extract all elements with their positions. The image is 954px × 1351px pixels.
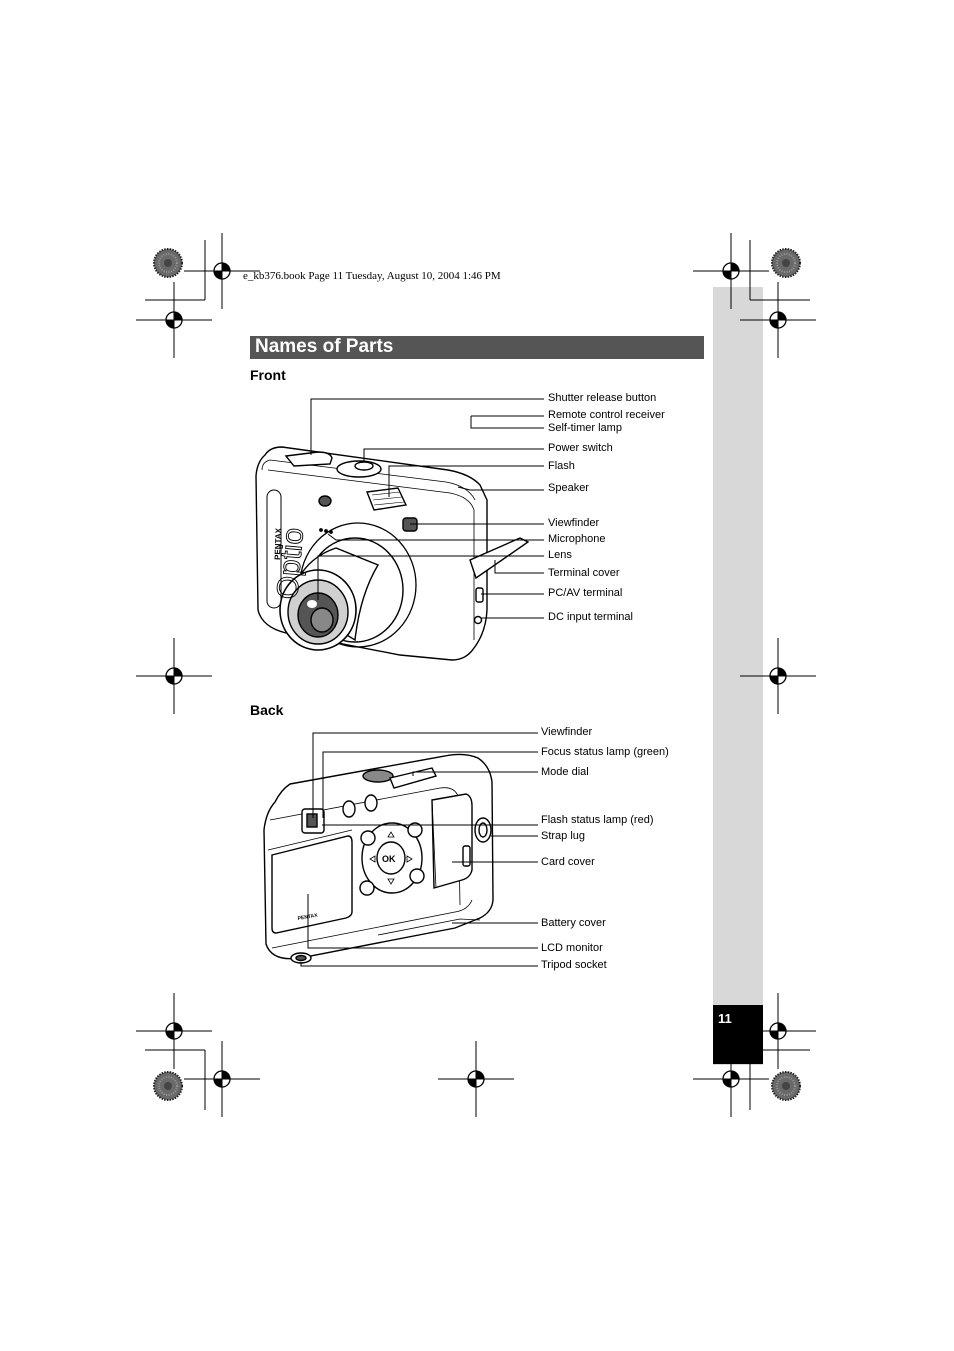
label-lcd-monitor: LCD monitor (541, 942, 603, 954)
registration-marks (135, 232, 817, 1118)
print-header: e_kb376.book Page 11 Tuesday, August 10,… (243, 270, 501, 282)
title-bar (250, 336, 704, 359)
page-number-box (713, 1005, 763, 1064)
label-battery-cover: Battery cover (541, 917, 606, 929)
label-self-timer-lamp: Self-timer lamp (548, 422, 622, 434)
label-card-cover: Card cover (541, 856, 595, 868)
front-camera-illustration (255, 446, 530, 661)
label-front-viewfinder: Viewfinder (548, 517, 600, 529)
svg-text:Optio: Optio (271, 526, 310, 600)
label-power-switch: Power switch (548, 442, 613, 454)
svg-text:PENTAX: PENTAX (273, 527, 283, 560)
page-number: 11 (718, 1011, 732, 1026)
back-leader-lines (300, 732, 538, 967)
back-heading: Back (250, 702, 284, 718)
label-dc-input-terminal: DC input terminal (548, 611, 633, 623)
label-shutter-release-button: Shutter release button (548, 392, 657, 404)
front-leader-lines (310, 398, 544, 619)
svg-text:OK: OK (382, 854, 396, 864)
label-pc-av-terminal: PC/AV terminal (548, 587, 623, 599)
label-flash: Flash (548, 460, 575, 472)
label-focus-status-lamp: Focus status lamp (green) (541, 746, 669, 758)
label-remote-control-receiver: Remote control receiver (548, 409, 665, 421)
label-flash-status-lamp: Flash status lamp (red) (541, 814, 654, 826)
front-heading: Front (250, 367, 286, 383)
page-title: Names of Parts (255, 336, 394, 357)
front-logo-text: Optio PENTAX (271, 526, 311, 601)
back-camera-illustration (263, 753, 494, 964)
label-terminal-cover: Terminal cover (548, 567, 620, 579)
label-back-viewfinder: Viewfinder (541, 726, 593, 738)
label-strap-lug: Strap lug (541, 830, 586, 842)
label-lens: Lens (548, 549, 572, 561)
label-speaker: Speaker (548, 482, 589, 494)
label-microphone: Microphone (548, 533, 606, 545)
crop-marks (145, 240, 810, 1110)
label-mode-dial: Mode dial (541, 766, 589, 778)
label-tripod-socket: Tripod socket (541, 959, 607, 971)
